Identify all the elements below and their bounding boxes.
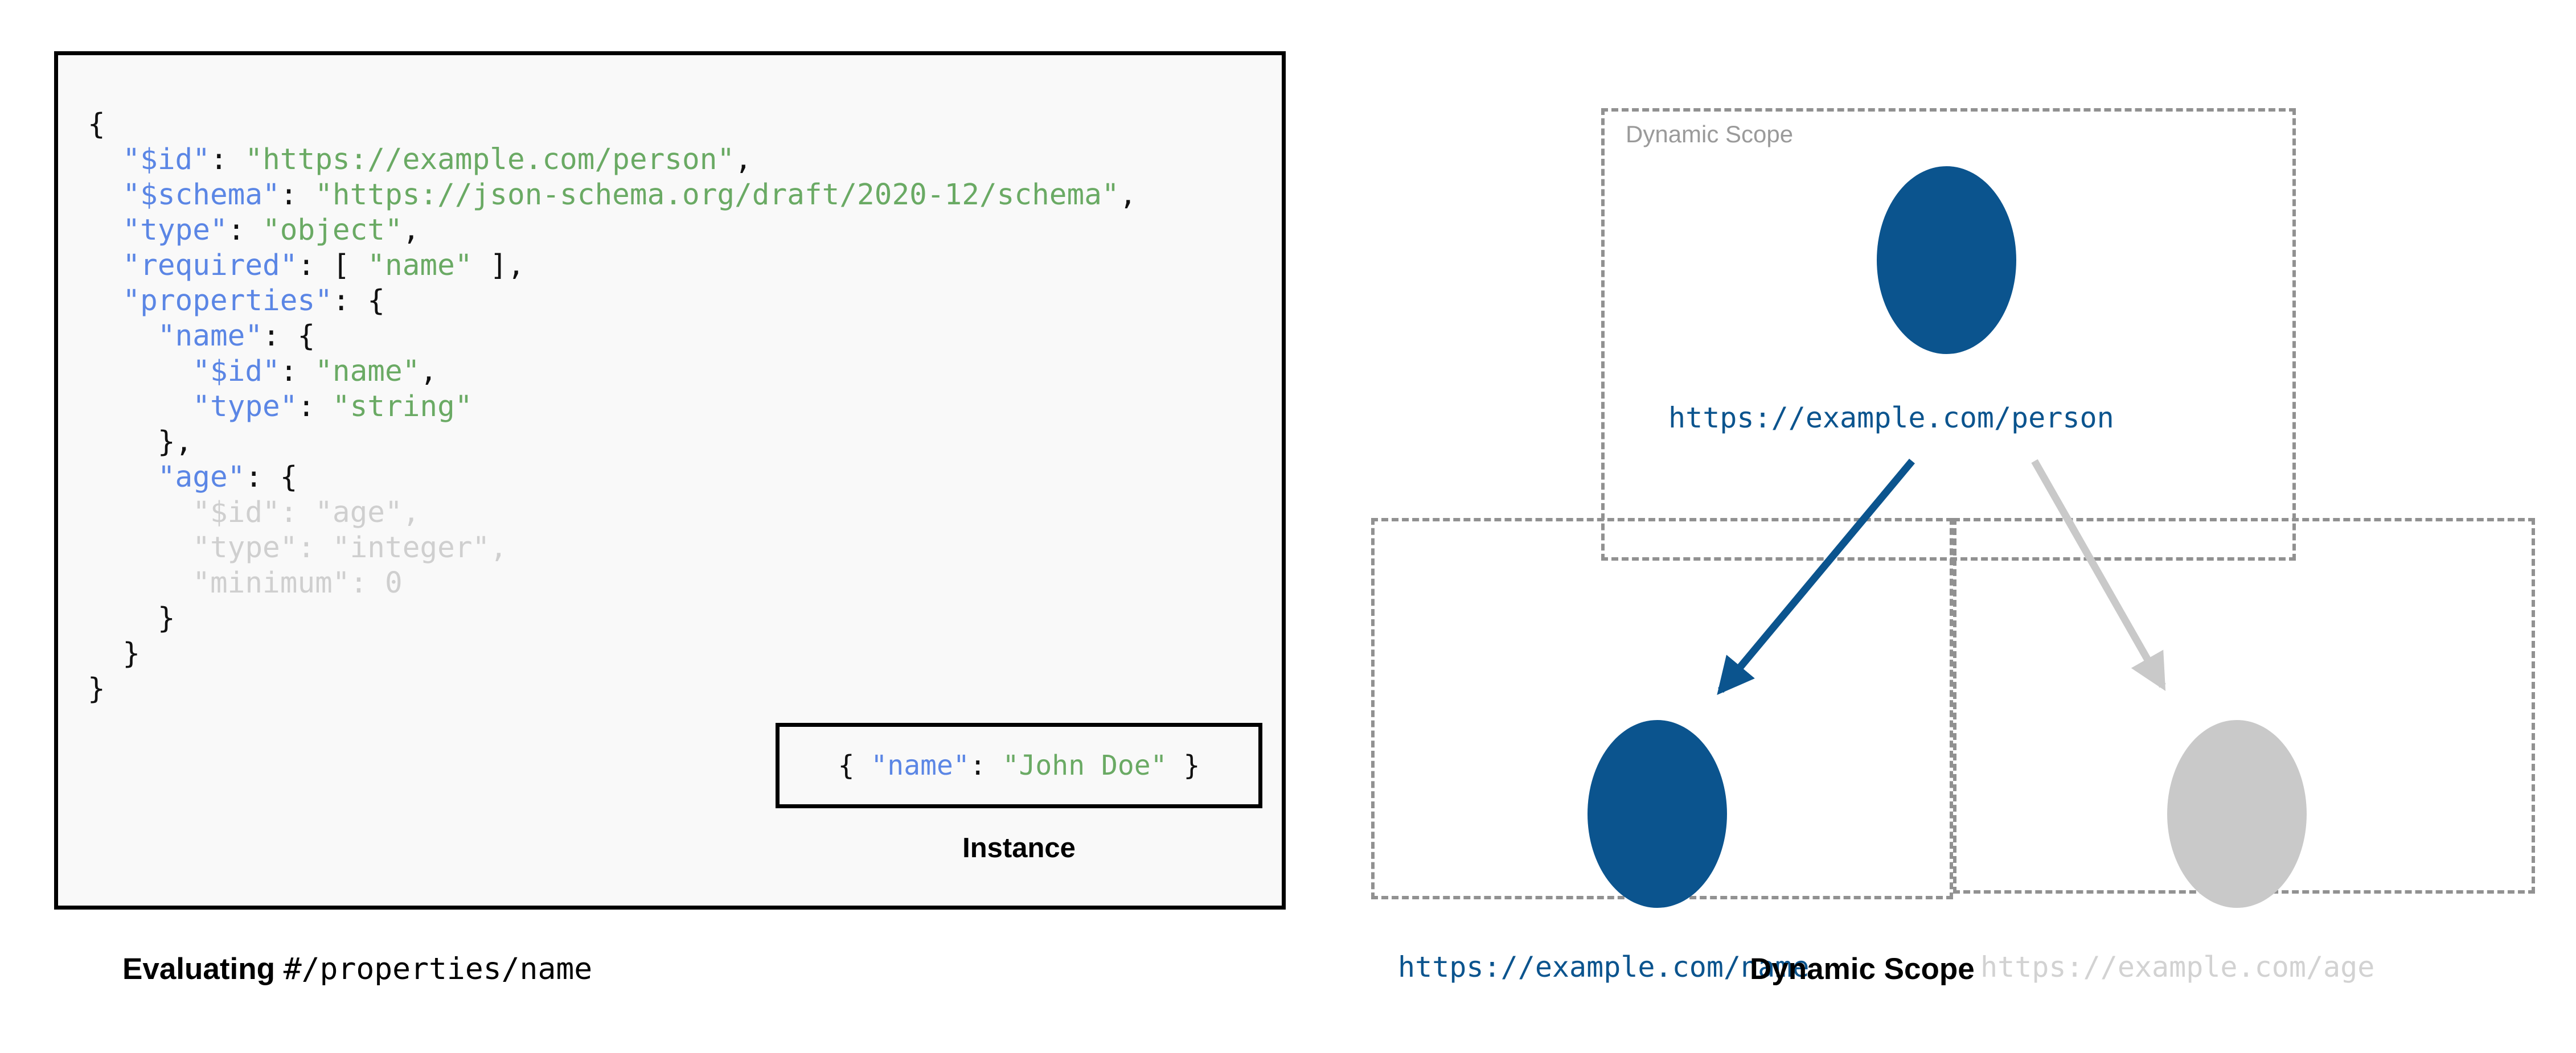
code-line: "$id": "name",: [88, 354, 1137, 389]
code-line: "$schema": "https://json-schema.org/draf…: [88, 178, 1137, 213]
code-token: : [: [297, 249, 368, 282]
code-token: "properties": [122, 284, 333, 318]
code-token: {: [88, 108, 105, 141]
code-token: ,: [490, 531, 507, 565]
code-token: "https://json-schema.org/draft/2020-12/s…: [315, 178, 1119, 212]
code-token: :: [350, 566, 385, 600]
code-token: :: [280, 496, 315, 529]
code-token: }: [157, 602, 175, 635]
code-token: "name": [367, 249, 473, 282]
code-token: 0: [385, 566, 403, 600]
dynamic-scope-diagram: Dynamic Scope https://example.com/person…: [1338, 68, 2576, 984]
instance-token: }: [1167, 750, 1200, 781]
code-token: "minimum": [192, 566, 350, 600]
code-line: "required": [ "name" ],: [88, 248, 1137, 283]
code-token: ,: [420, 355, 438, 388]
code-line: "type": "object",: [88, 213, 1137, 248]
code-token: "$schema": [122, 178, 280, 212]
code-token: :: [280, 355, 315, 388]
code-line: },: [88, 425, 1137, 460]
code-token: "string": [332, 390, 473, 423]
code-line: "age": {: [88, 460, 1137, 495]
code-token: "type": [192, 390, 298, 423]
code-token: "https://example.com/person": [245, 143, 735, 176]
code-line: "properties": {: [88, 283, 1137, 319]
node-label-name: https://example.com/name: [1398, 951, 1810, 984]
instance-token: :: [969, 750, 1003, 781]
code-token: "name": [315, 355, 420, 388]
code-token: "integer": [332, 531, 490, 565]
code-token: }: [122, 637, 141, 671]
code-token: : {: [245, 460, 298, 494]
code-token: ],: [472, 249, 525, 282]
code-token: :: [210, 143, 245, 176]
instance-token: "name": [871, 750, 970, 781]
scope-box-root: [1601, 108, 2296, 561]
code-token: }: [88, 672, 105, 706]
instance-caption: Instance: [962, 833, 1076, 863]
code-line: }: [88, 601, 1137, 636]
code-line: }: [88, 672, 1137, 707]
code-line: "minimum": 0: [88, 566, 1137, 601]
node-age[interactable]: [2167, 720, 2307, 908]
evaluating-caption-pointer: #/properties/name: [283, 952, 593, 986]
code-token: "name": [157, 319, 263, 353]
code-line: {: [88, 107, 1137, 142]
code-token: :: [297, 531, 333, 565]
code-line: "$id": "age",: [88, 495, 1137, 530]
code-line: }: [88, 636, 1137, 672]
code-token: :: [227, 213, 263, 247]
code-token: "object": [262, 213, 403, 247]
instance-token: "John Doe": [1002, 750, 1167, 781]
code-token: ,: [402, 496, 420, 529]
code-line: "$id": "https://example.com/person",: [88, 142, 1137, 178]
code-token: :: [280, 178, 315, 212]
node-label-age: https://example.com/age: [1980, 951, 2375, 984]
code-token: "$id": [122, 143, 210, 176]
evaluating-caption: Evaluating #/properties/name: [122, 952, 592, 986]
code-token: ,: [1119, 178, 1137, 212]
schema-panel: { "$id": "https://example.com/person", "…: [54, 51, 1286, 910]
instance-code: { "name": "John Doe" }: [838, 750, 1200, 781]
code-token: "type": [122, 213, 228, 247]
code-token: "age": [315, 496, 403, 529]
code-token: ,: [735, 143, 752, 176]
code-token: :: [297, 390, 333, 423]
code-line: "type": "string": [88, 389, 1137, 425]
scope-box-label: Dynamic Scope: [1626, 121, 1794, 147]
evaluating-caption-label: Evaluating: [122, 952, 284, 986]
node-label-person: https://example.com/person: [1668, 401, 2114, 434]
code-token: ,: [402, 213, 420, 247]
code-line: "type": "integer",: [88, 530, 1137, 566]
node-name[interactable]: [1588, 720, 1727, 908]
code-token: : {: [332, 284, 385, 318]
node-person[interactable]: [1877, 166, 2016, 354]
instance-token: {: [838, 750, 871, 781]
instance-group: { "name": "John Doe" } Instance: [776, 723, 1262, 864]
schema-code-block: { "$id": "https://example.com/person", "…: [88, 107, 1137, 707]
instance-box: { "name": "John Doe" }: [776, 723, 1262, 808]
code-line: "name": {: [88, 319, 1137, 354]
code-token: },: [157, 425, 193, 459]
code-token: "$id": [192, 496, 280, 529]
code-token: "required": [122, 249, 298, 282]
dynamic-scope-caption: Dynamic Scope: [1750, 952, 1975, 986]
code-token: "type": [192, 531, 298, 565]
code-token: "$id": [192, 355, 280, 388]
code-token: : {: [262, 319, 315, 353]
code-token: "age": [157, 460, 245, 494]
